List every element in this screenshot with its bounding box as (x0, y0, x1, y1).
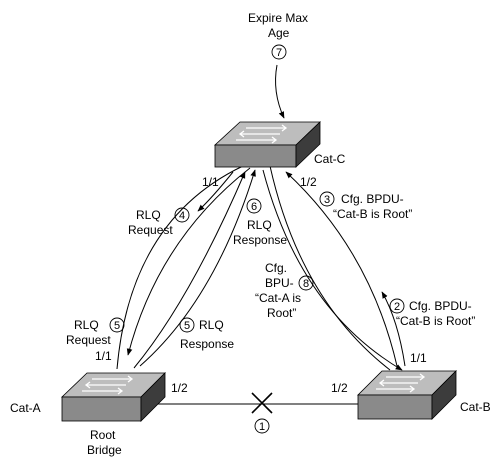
label-cat-b: Cat-B (460, 400, 491, 414)
step-8-label-3: “Cat-A is (255, 291, 301, 305)
expire-label-1: Expire Max (248, 11, 308, 25)
svg-text:2: 2 (394, 301, 400, 313)
step-3-marker: 3 (319, 191, 335, 207)
step-8-label-2: BPU- (265, 276, 294, 290)
step-5b-label-2: Response (180, 337, 234, 351)
step-4-label-2: Request (128, 223, 173, 237)
step-5a-label-1: RLQ (74, 318, 99, 332)
switch-arrows-icon (82, 375, 134, 395)
arrow-cfg-bpdu-2 (381, 291, 406, 367)
svg-text:6: 6 (251, 201, 257, 213)
arrow-expire-7 (275, 64, 285, 119)
switch-cat-a[interactable] (61, 372, 166, 422)
arrow-cfg-bpu-8 (262, 169, 403, 371)
step-5a-marker: 5 (109, 317, 125, 333)
port-a-right: 1/2 (171, 381, 188, 395)
switch-cat-b[interactable] (357, 370, 457, 420)
link-c-a (116, 165, 244, 370)
step-4-marker: 4 (174, 207, 190, 223)
port-b-top: 1/1 (410, 351, 427, 365)
arrow-rlq-request-5 (126, 167, 251, 356)
step-5b-label-1: RLQ (199, 318, 224, 332)
link-c-b (269, 165, 391, 371)
label-root-bridge-1: Root (90, 428, 116, 442)
step-6-label-2: Response (233, 233, 287, 247)
arrow-rlq-request-4 (197, 171, 234, 212)
step-6-label-1: RLQ (247, 218, 272, 232)
step-5a-label-2: Request (66, 333, 111, 347)
step-1-marker: 1 (254, 418, 270, 434)
port-b-left: 1/2 (331, 381, 348, 395)
switch-arrows-icon (236, 124, 288, 144)
arrow-cfg-bpdu-3 (285, 171, 398, 367)
svg-text:4: 4 (179, 210, 185, 222)
port-c-left: 1/1 (202, 175, 219, 189)
step-8-marker: 8 (298, 275, 314, 291)
switch-arrows-icon (376, 373, 426, 393)
step-3-label-2: “Cat-B is Root” (333, 207, 412, 221)
svg-text:7: 7 (276, 47, 282, 59)
svg-text:5: 5 (184, 320, 190, 332)
label-cat-a: Cat-A (10, 401, 41, 415)
arrow-rlq-response-6 (139, 169, 256, 367)
label-cat-c: Cat-C (314, 152, 346, 166)
link-failure-x (251, 392, 273, 414)
expire-label-2: Age (268, 26, 290, 40)
step-4-label-1: RLQ (136, 208, 161, 222)
step-6-marker: 6 (246, 198, 262, 214)
step-7-marker: 7 (271, 44, 287, 60)
svg-text:3: 3 (324, 194, 330, 206)
svg-text:1: 1 (259, 421, 265, 433)
svg-text:8: 8 (303, 278, 309, 290)
port-a-top: 1/1 (95, 349, 112, 363)
step-2-marker: 2 (389, 298, 405, 314)
step-8-label-1: Cfg. (265, 261, 287, 275)
step-2-label-1: Cfg. BPDU- (409, 299, 472, 313)
switch-cat-c[interactable] (213, 121, 321, 168)
svg-text:5: 5 (114, 320, 120, 332)
step-5b-marker: 5 (179, 317, 195, 333)
arrow-rlq-response-5 (133, 171, 246, 369)
step-3-label-1: Cfg. BPDU- (341, 192, 404, 206)
port-c-right: 1/2 (300, 175, 317, 189)
step-2-label-2: “Cat-B is Root” (396, 314, 475, 328)
label-root-bridge-2: Bridge (87, 443, 122, 457)
step-8-label-4: Root” (267, 306, 296, 320)
